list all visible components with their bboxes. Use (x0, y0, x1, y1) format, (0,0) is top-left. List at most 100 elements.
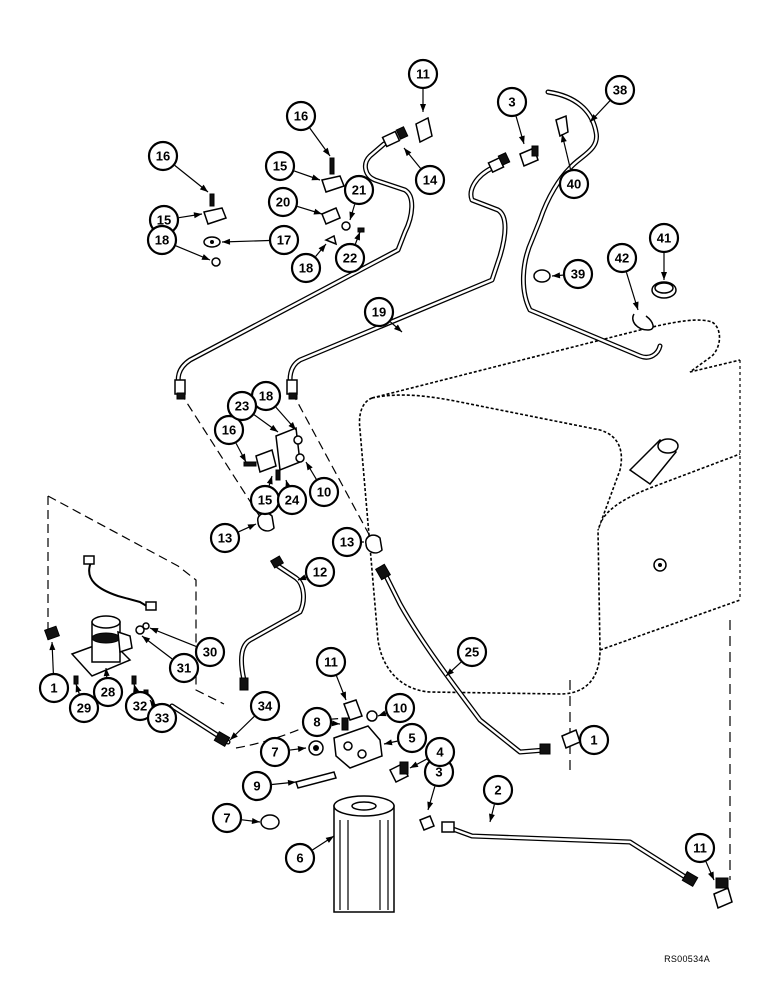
callout-number: 4 (436, 745, 444, 760)
callout-number: 22 (343, 251, 357, 266)
fuel-tank (358, 319, 741, 880)
drawing-reference-code: RS00534A (664, 954, 710, 964)
fitting-12-lower (239, 677, 249, 691)
callout-arrowhead (150, 628, 159, 634)
callout-number: 17 (277, 233, 291, 248)
callout-11: 11 (684, 832, 716, 881)
callout-33: 33 (146, 699, 178, 734)
callout-number: 39 (571, 267, 585, 282)
callout-1: 1 (577, 724, 610, 756)
callout-arrowhead (193, 212, 202, 219)
callout-circle (194, 636, 226, 668)
callout-number: 11 (324, 655, 338, 670)
callout-circle (226, 390, 258, 422)
callout-arrowhead (199, 184, 208, 192)
callout-number: 13 (218, 531, 232, 546)
callout-number: 30 (203, 645, 217, 660)
callout-arrowhead (590, 114, 598, 122)
callout-number: 33 (155, 711, 169, 726)
callout-arrowhead (322, 147, 330, 156)
callout-number: 10 (317, 485, 331, 500)
callout-number: 31 (177, 661, 191, 676)
fitting-25-upper (374, 563, 392, 581)
callout-arrowhead (287, 779, 296, 786)
callout-number: 11 (693, 841, 707, 856)
callout-18: 18 (146, 224, 211, 261)
callout-11: 11 (407, 58, 439, 112)
callout-circle (562, 258, 594, 290)
callout-circle (284, 842, 316, 874)
callout-arrowhead (427, 801, 434, 810)
callout-circle (249, 690, 281, 722)
clip-40 (555, 114, 569, 138)
fuel-line-12 (239, 563, 306, 683)
callout-arrowhead (247, 524, 256, 531)
callout-28: 28 (92, 667, 124, 708)
callout-circle (315, 646, 347, 678)
filter-head-assembly (260, 699, 435, 831)
callout-number: 41 (657, 231, 671, 246)
fuel-line-14 (175, 141, 415, 395)
callout-arrowhead (297, 746, 306, 752)
callout-circle (684, 832, 716, 864)
callout-29: 29 (68, 683, 100, 724)
callout-number: 5 (408, 731, 415, 746)
callout-circle (268, 224, 300, 256)
callout-arrowhead (150, 700, 157, 709)
callout-arrowhead (552, 272, 561, 279)
callout-arrowhead (446, 668, 454, 676)
callout-number: 25 (465, 645, 479, 660)
callout-number: 34 (258, 699, 273, 714)
fuel-line-25 (383, 573, 548, 755)
callout-number: 18 (299, 261, 313, 276)
clip-top-left-15 (203, 193, 227, 267)
callout-10: 10 (377, 692, 416, 724)
callout-13: 13 (331, 526, 364, 558)
callout-number: 13 (340, 535, 354, 550)
fitting-3-top (519, 145, 539, 168)
callout-circle (343, 174, 375, 206)
callout-arrowhead (489, 813, 495, 822)
callout-number: 3 (435, 765, 442, 780)
callout-circle (68, 692, 100, 724)
callout-circle (276, 484, 308, 516)
callout-number: 3 (508, 95, 515, 110)
callout-7: 7 (211, 802, 261, 834)
clip-1-lower (561, 728, 581, 750)
callout-circle (384, 692, 416, 724)
callout-number: 24 (285, 493, 300, 508)
clip-top-center-15 (321, 157, 365, 246)
callout-circle (648, 222, 680, 254)
callout-number: 19 (372, 305, 386, 320)
tank-gauge-port (653, 558, 667, 572)
clamp-41 (651, 281, 677, 299)
callout-arrowhead (239, 453, 246, 462)
callout-8: 8 (301, 706, 341, 738)
callout-circle (213, 414, 245, 446)
callout-arrowhead (142, 636, 151, 644)
vent-line-38 (520, 89, 663, 360)
callout-leader (149, 627, 197, 647)
callout-2: 2 (482, 774, 514, 823)
callout-number: 6 (296, 851, 303, 866)
callout-arrowhead (222, 238, 231, 245)
callout-41: 41 (648, 222, 680, 280)
callout-arrowhead (632, 301, 639, 310)
callout-number: 14 (423, 173, 438, 188)
callout-3: 3 (423, 756, 455, 811)
callout-number: 28 (101, 685, 115, 700)
fuel-pump-assembly (44, 555, 157, 699)
callout-number: 9 (253, 779, 260, 794)
callout-number: 15 (273, 159, 287, 174)
callout-arrowhead (230, 732, 238, 740)
callout-14: 14 (403, 147, 446, 196)
callout-number: 16 (156, 149, 170, 164)
callout-arrowhead (306, 462, 313, 471)
callout-circle (211, 802, 243, 834)
callout-circle (301, 706, 333, 738)
callout-42: 42 (606, 242, 639, 311)
callout-25: 25 (445, 636, 488, 677)
fitting-14-lower (174, 379, 186, 400)
